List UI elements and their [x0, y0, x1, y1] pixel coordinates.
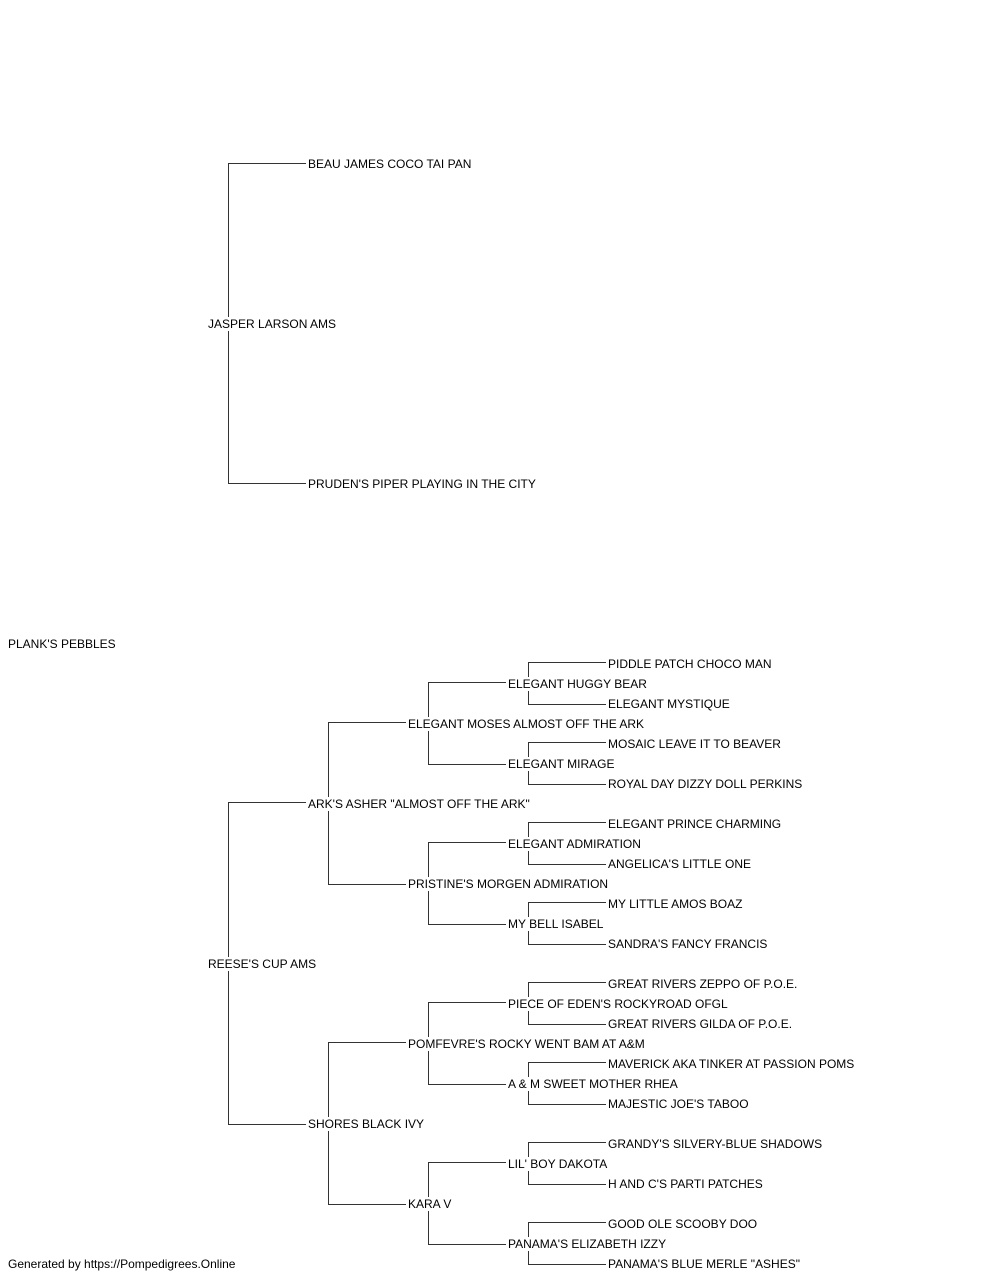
pedigree-connector-line: [428, 1043, 506, 1085]
dam-sire-sire-sire-name: ELEGANT HUGGY BEAR: [508, 677, 648, 691]
dam-sire-sire-dam-name: ELEGANT MIRAGE: [508, 757, 616, 771]
pedigree-connector-line: [328, 1123, 406, 1205]
ancestor-gen5-14-name: H AND C'S PARTI PATCHES: [608, 1177, 764, 1191]
dam-dam-name: SHORES BLACK IVY: [308, 1117, 426, 1131]
sire-dam-name: PRUDEN'S PIPER PLAYING IN THE CITY: [308, 477, 537, 491]
ancestor-gen5-4-name: ROYAL DAY DIZZY DOLL PERKINS: [608, 777, 804, 791]
ancestor-gen5-2-name: ELEGANT MYSTIQUE: [608, 697, 731, 711]
ancestor-gen5-5-name: ELEGANT PRINCE CHARMING: [608, 817, 783, 831]
dam-dam-dam-dam-name: PANAMA'S ELIZABETH IZZY: [508, 1237, 668, 1251]
pedigree-connector-line: [428, 682, 506, 723]
ancestor-gen5-13-name: GRANDY'S SILVERY-BLUE SHADOWS: [608, 1137, 824, 1151]
ancestor-gen5-9-name: GREAT RIVERS ZEPPO OF P.O.E.: [608, 977, 799, 991]
pedigree-connector-line: [528, 662, 606, 683]
dam-sire-dam-name: PRISTINE'S MORGEN ADMIRATION: [408, 877, 610, 891]
ancestor-gen5-7-name: MY LITTLE AMOS BOAZ: [608, 897, 744, 911]
sire-sire-name: BEAU JAMES COCO TAI PAN: [308, 157, 473, 171]
pedigree-connector-line: [428, 883, 506, 925]
pedigree-connector-line: [528, 902, 606, 923]
pedigree-connector-line: [328, 1042, 406, 1123]
dam-dam-sire-sire-name: PIECE OF EDEN'S ROCKYROAD OFGL: [508, 997, 729, 1011]
dam-dam-sire-name: POMFEVRE'S ROCKY WENT BAM AT A&M: [408, 1037, 646, 1051]
footer-credit: Generated by https://Pompedigrees.Online: [8, 1257, 237, 1271]
pedigree-connector-line: [528, 1062, 606, 1083]
dam-sire-dam-dam-name: MY BELL ISABEL: [508, 917, 605, 931]
pedigree-connector-line: [528, 742, 606, 763]
dam-dam-dam-sire-name: LIL' BOY DAKOTA: [508, 1157, 609, 1171]
dam-sire-sire-name: ELEGANT MOSES ALMOST OFF THE ARK: [408, 717, 646, 731]
dam-sire-dam-sire-name: ELEGANT ADMIRATION: [508, 837, 642, 851]
ancestor-gen5-3-name: MOSAIC LEAVE IT TO BEAVER: [608, 737, 782, 751]
ancestor-gen5-16-name: PANAMA'S BLUE MERLE "ASHES": [608, 1257, 801, 1271]
ancestor-gen5-12-name: MAJESTIC JOE'S TABOO: [608, 1097, 750, 1111]
pedigree-connector-line: [328, 803, 406, 885]
pedigree-connector-line: [428, 1162, 506, 1203]
pedigree-connector-line: [528, 1142, 606, 1163]
pedigree-connector-line: [228, 323, 306, 484]
pedigree-connector-line: [228, 963, 306, 1125]
pedigree-connector-line: [328, 722, 406, 803]
ancestor-gen5-11-name: MAVERICK AKA TINKER AT PASSION POMS: [608, 1057, 856, 1071]
dam-sire-name: ARK'S ASHER "ALMOST OFF THE ARK": [308, 797, 531, 811]
dam-dam-dam-name: KARA V: [408, 1197, 453, 1211]
pedigree-connector-line: [528, 1222, 606, 1243]
pedigree-connector-line: [228, 163, 306, 323]
pedigree-connector-line: [428, 1002, 506, 1043]
pedigree-connector-line: [228, 802, 306, 963]
pedigree-connector-line: [528, 982, 606, 1003]
ancestor-gen5-15-name: GOOD OLE SCOOBY DOO: [608, 1217, 759, 1231]
dam-name: REESE'S CUP AMS: [208, 957, 318, 971]
ancestor-gen5-8-name: SANDRA'S FANCY FRANCIS: [608, 937, 769, 951]
pedigree-connector-line: [528, 822, 606, 843]
dam-dam-sire-dam-name: A & M SWEET MOTHER RHEA: [508, 1077, 679, 1091]
ancestor-gen5-1-name: PIDDLE PATCH CHOCO MAN: [608, 657, 773, 671]
subject-dog-name: PLANK'S PEBBLES: [8, 637, 117, 651]
pedigree-connector-line: [428, 1203, 506, 1245]
ancestor-gen5-10-name: GREAT RIVERS GILDA OF P.O.E.: [608, 1017, 794, 1031]
sire-name: JASPER LARSON AMS: [208, 317, 338, 331]
pedigree-connector-line: [428, 842, 506, 883]
ancestor-gen5-6-name: ANGELICA'S LITTLE ONE: [608, 857, 752, 871]
pedigree-connector-line: [428, 723, 506, 765]
